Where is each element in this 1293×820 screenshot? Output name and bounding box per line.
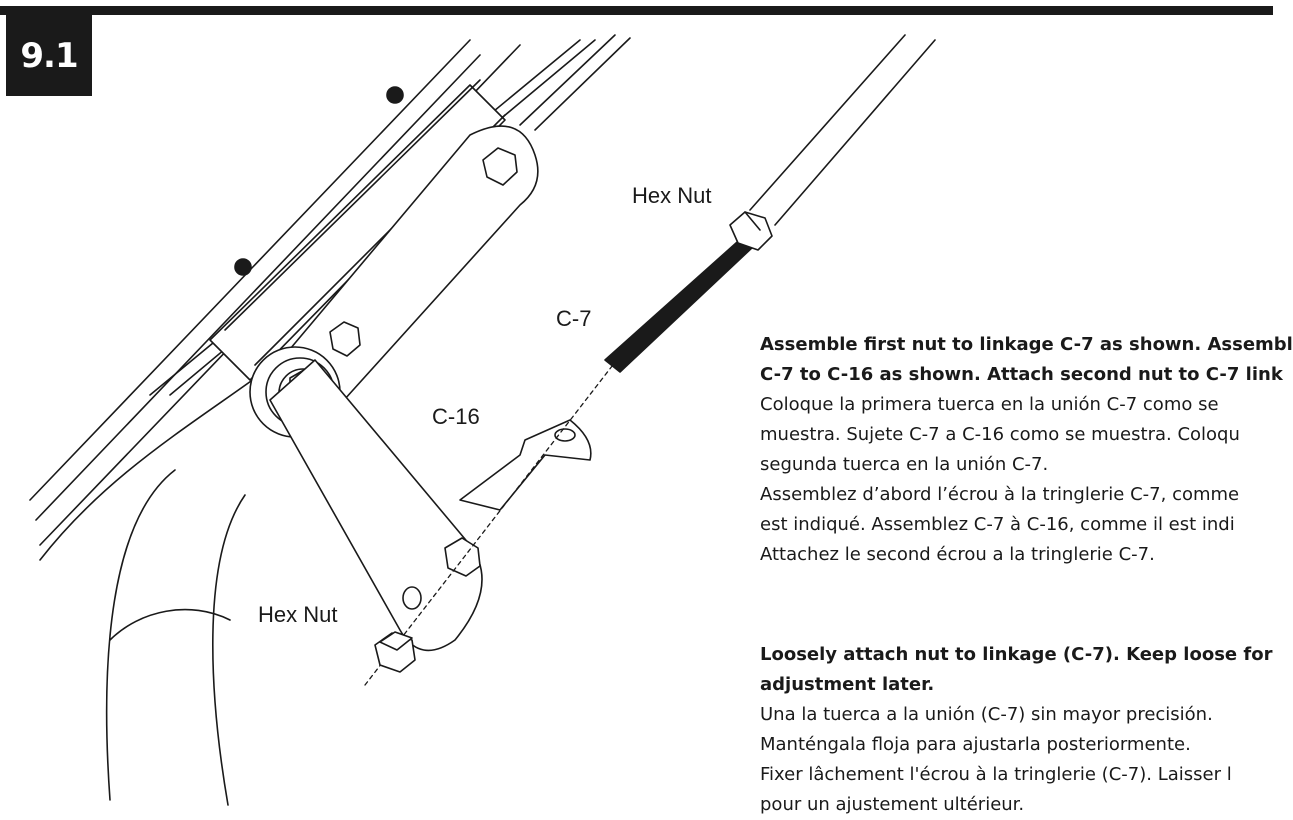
instruction-fr-line: Attachez le second écrou a la tringlerie…: [760, 544, 1155, 565]
instruction-es-line: muestra. Sujete C-7 a C-16 como se muest…: [760, 424, 1240, 445]
callout-c16: C-16: [432, 404, 480, 429]
instruction-en-line: adjustment later.: [760, 674, 935, 695]
linkage-rod-c7: [604, 34, 936, 373]
instruction-en-line: Assemble first nut to linkage C-7 as sho…: [760, 334, 1293, 355]
instruction-block-2: Loosely attach nut to linkage (C-7). Kee…: [760, 640, 1272, 820]
callout-hex-nut-bottom: Hex Nut: [258, 602, 338, 627]
step-number-badge: 9.1: [6, 15, 92, 96]
instruction-es-line: segunda tuerca en la unión C-7.: [760, 454, 1049, 475]
instruction-es-line: Manténgala floja para ajustarla posterio…: [760, 734, 1191, 755]
instruction-fr-line: Assemblez d’abord l’écrou à la tringleri…: [760, 484, 1240, 505]
assembly-axis: [364, 329, 641, 686]
instruction-block-1: Assemble first nut to linkage C-7 as sho…: [760, 330, 1293, 570]
callout-hex-nut-top: Hex Nut: [632, 183, 712, 208]
instruction-en-line: C-7 to C-16 as shown. Attach second nut …: [760, 364, 1283, 385]
instruction-fr-line: est indiqué. Assemblez C-7 à C-16, comme…: [760, 514, 1235, 535]
bracket-c16: [459, 419, 592, 511]
instruction-fr-line: Fixer lâchement l'écrou à la tringlerie …: [760, 764, 1232, 785]
lower-tube: [39, 359, 281, 806]
instruction-fr-line: pour un ajustement ultérieur.: [760, 794, 1025, 815]
adjuster-plate: [284, 125, 539, 411]
instruction-es-line: Una la tuerca a la unión (C-7) sin mayor…: [760, 704, 1213, 725]
callout-c7: C-7: [556, 306, 592, 331]
top-rule: [0, 6, 1273, 15]
hex-nut-loose: [374, 631, 416, 673]
assembly-drawing: [29, 34, 936, 806]
instruction-es-line: Coloque la primera tuerca en la unión C-…: [760, 394, 1219, 415]
instruction-en-line: Loosely attach nut to linkage (C-7). Kee…: [760, 644, 1273, 665]
